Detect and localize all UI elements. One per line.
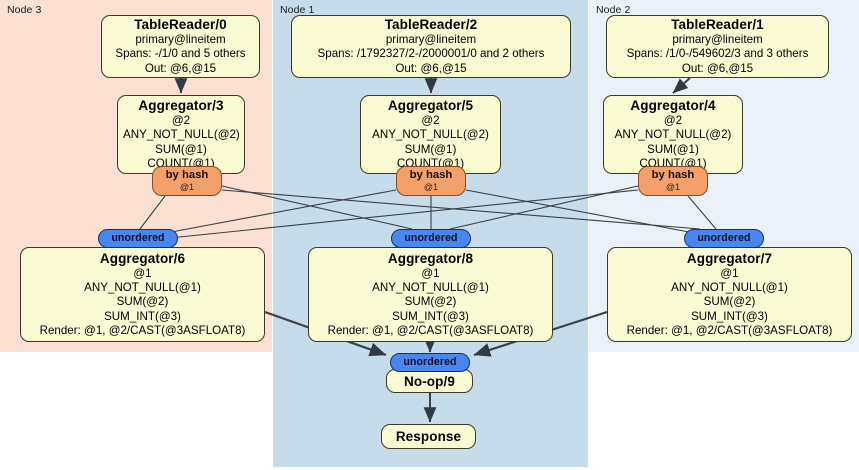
processor-detail-line: @2: [171, 114, 191, 128]
router-unord7[interactable]: unordered: [684, 229, 764, 248]
processor-detail-line: primary@lineitem: [135, 33, 226, 47]
processor-title: TableReader/2: [384, 17, 478, 33]
processor-detail-line: primary@lineitem: [672, 33, 763, 47]
processor-title: Aggregator/5: [387, 98, 474, 114]
router-sublabel: @1: [179, 181, 195, 192]
processor-detail-line: SUM(@2): [404, 295, 457, 309]
router-label: unordered: [697, 231, 751, 244]
processor-detail-line: ANY_NOT_NULL(@1): [84, 281, 201, 295]
processor-detail-line: ANY_NOT_NULL(@2): [372, 128, 489, 142]
processor-detail-line: Spans: /1/0-/549602/3 and 3 others: [626, 47, 809, 61]
processor-detail-line: @2: [421, 114, 440, 128]
processor-detail-line: @2: [663, 114, 683, 128]
edge-hash5-to-unord7: [465, 189, 711, 237]
router-hash5[interactable]: by hash@1: [396, 166, 466, 196]
processor-detail-line: SUM_INT(@3): [392, 309, 469, 323]
processor-noop9[interactable]: No-op/9: [386, 369, 473, 393]
processor-title: TableReader/0: [134, 17, 227, 33]
router-label: by hash: [409, 168, 453, 181]
router-unord9[interactable]: unordered: [390, 353, 470, 372]
processor-title: Aggregator/3: [138, 98, 224, 114]
edge-hash4-to-unord6: [149, 189, 639, 241]
processor-detail-line: Out: @6,@15: [681, 61, 754, 75]
router-unord8[interactable]: unordered: [391, 229, 471, 248]
node-panel-label: Node 2: [596, 4, 631, 16]
processor-detail-line: Render: @1, @2/CAST(@3ASFLOAT8): [327, 323, 534, 337]
router-sublabel: @1: [423, 181, 439, 192]
processor-detail-line: SUM(@2): [703, 295, 756, 309]
processor-detail-line: ANY_NOT_NULL(@2): [614, 128, 732, 142]
router-label: unordered: [111, 231, 165, 244]
processor-detail-line: SUM_INT(@3): [104, 309, 181, 323]
processor-title: Aggregator/7: [686, 251, 773, 266]
edge-hash3-to-unord6: [139, 195, 166, 230]
processor-detail-line: Out: @6,@15: [144, 61, 217, 75]
processor-detail-line: @1: [421, 267, 440, 280]
processor-detail-line: SUM(@2): [116, 295, 169, 309]
router-hash4[interactable]: by hash@1: [638, 166, 708, 196]
processor-detail-line: SUM(@1): [155, 142, 207, 156]
edge-hash4-to-unord8: [449, 185, 639, 230]
processor-detail-line: ANY_NOT_NULL(@1): [372, 281, 489, 295]
processor-detail-line: Render: @1, @2/CAST(@3ASFLOAT8): [39, 323, 246, 337]
processor-response[interactable]: Response: [381, 424, 476, 449]
router-hash3[interactable]: by hash@1: [152, 166, 222, 196]
edge-hash4-to-unord7: [687, 195, 717, 230]
processor-detail-line: Spans: -/1/0 and 5 others: [115, 47, 246, 61]
node-panel-label: Node 1: [280, 4, 315, 16]
router-sublabel: @1: [665, 181, 681, 192]
processor-detail-line: ANY_NOT_NULL(@2): [123, 128, 240, 142]
edge-hash5-to-unord6: [149, 189, 397, 237]
processor-title: TableReader/1: [671, 17, 764, 33]
processor-title: Aggregator/8: [387, 251, 474, 266]
processor-detail-line: Render: @1, @2/CAST(@3ASFLOAT8): [626, 323, 833, 337]
processor-title: Aggregator/4: [630, 98, 716, 114]
router-unord6[interactable]: unordered: [98, 229, 178, 248]
router-label: by hash: [165, 168, 209, 181]
processor-title: Aggregator/6: [99, 251, 186, 266]
router-label: by hash: [651, 168, 695, 181]
processor-detail-line: @1: [720, 267, 739, 280]
processor-title: Response: [395, 429, 462, 444]
processor-detail-line: @1: [133, 267, 152, 280]
router-label: unordered: [404, 231, 458, 244]
processor-detail-line: SUM(@1): [404, 142, 457, 156]
processor-title: No-op/9: [404, 373, 455, 389]
router-label: unordered: [403, 355, 457, 368]
edge-hash3-to-unord7: [221, 189, 701, 230]
edge-hash3-to-unord8: [221, 185, 413, 230]
processor-detail-line: ANY_NOT_NULL(@1): [671, 281, 788, 295]
processor-detail-line: primary@lineitem: [385, 33, 477, 47]
edge-tr1-to-agg4: [672, 77, 691, 94]
node-panel-label: Node 3: [7, 4, 42, 16]
processor-detail-line: SUM_INT(@3): [691, 309, 768, 323]
processor-detail-line: Out: @6,@15: [395, 61, 467, 75]
processor-detail-line: Spans: /1792327/2-/2000001/0 and 2 other…: [317, 47, 545, 61]
processor-detail-line: SUM(@1): [647, 142, 699, 156]
